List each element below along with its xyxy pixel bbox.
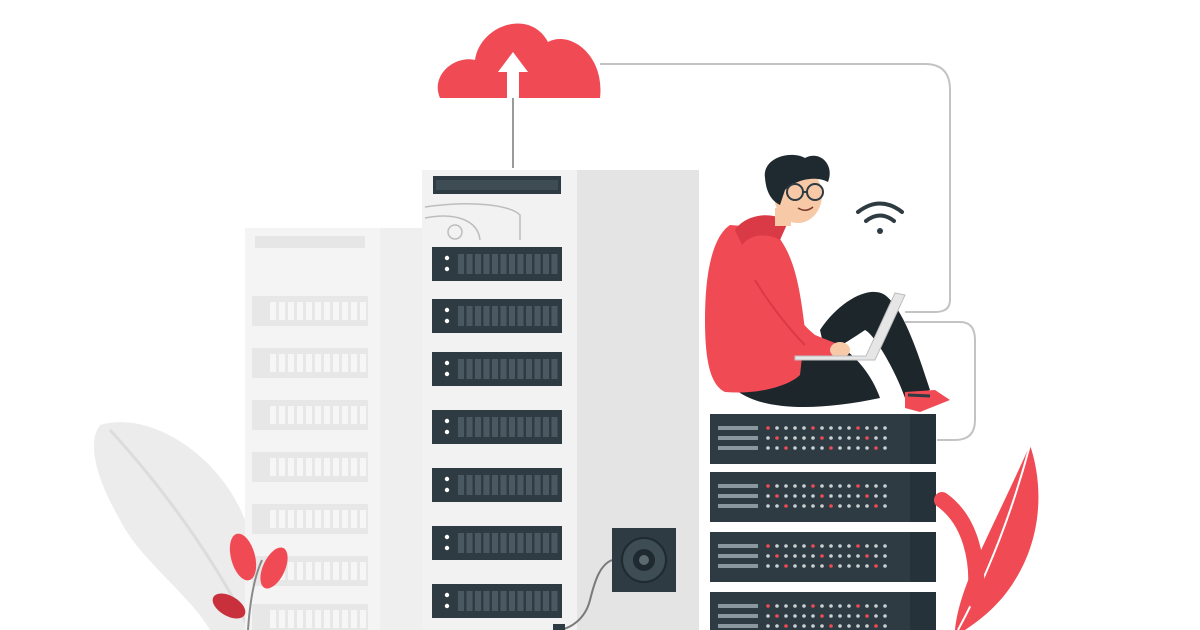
server-unit xyxy=(710,532,936,582)
background-leaf-left xyxy=(93,422,266,630)
connection-lines xyxy=(512,63,976,441)
person-with-laptop xyxy=(705,154,950,412)
drive-bay xyxy=(432,299,562,333)
drive-bay xyxy=(432,526,562,560)
faded-drive-bay xyxy=(252,504,368,534)
wifi-icon xyxy=(856,201,904,234)
cloud-upload-icon xyxy=(437,23,601,98)
faded-drive-bay xyxy=(252,604,368,630)
drive-bay xyxy=(432,410,562,444)
red-plant-left xyxy=(212,533,288,630)
server-unit xyxy=(710,472,936,522)
server-unit xyxy=(710,592,936,630)
drive-bay xyxy=(432,584,562,618)
drive-bay xyxy=(432,468,562,502)
server-unit xyxy=(710,414,936,464)
faded-drive-bay xyxy=(252,296,368,326)
fan-icon xyxy=(553,528,676,630)
drive-bay xyxy=(432,247,562,281)
faded-drive-bay xyxy=(252,400,368,430)
stacked-servers xyxy=(710,414,936,630)
faded-drive-bay xyxy=(252,452,368,482)
red-leaf-right xyxy=(934,444,1039,630)
drive-bay xyxy=(432,352,562,386)
main-server-tower xyxy=(422,170,699,630)
faded-drive-bay xyxy=(252,348,368,378)
